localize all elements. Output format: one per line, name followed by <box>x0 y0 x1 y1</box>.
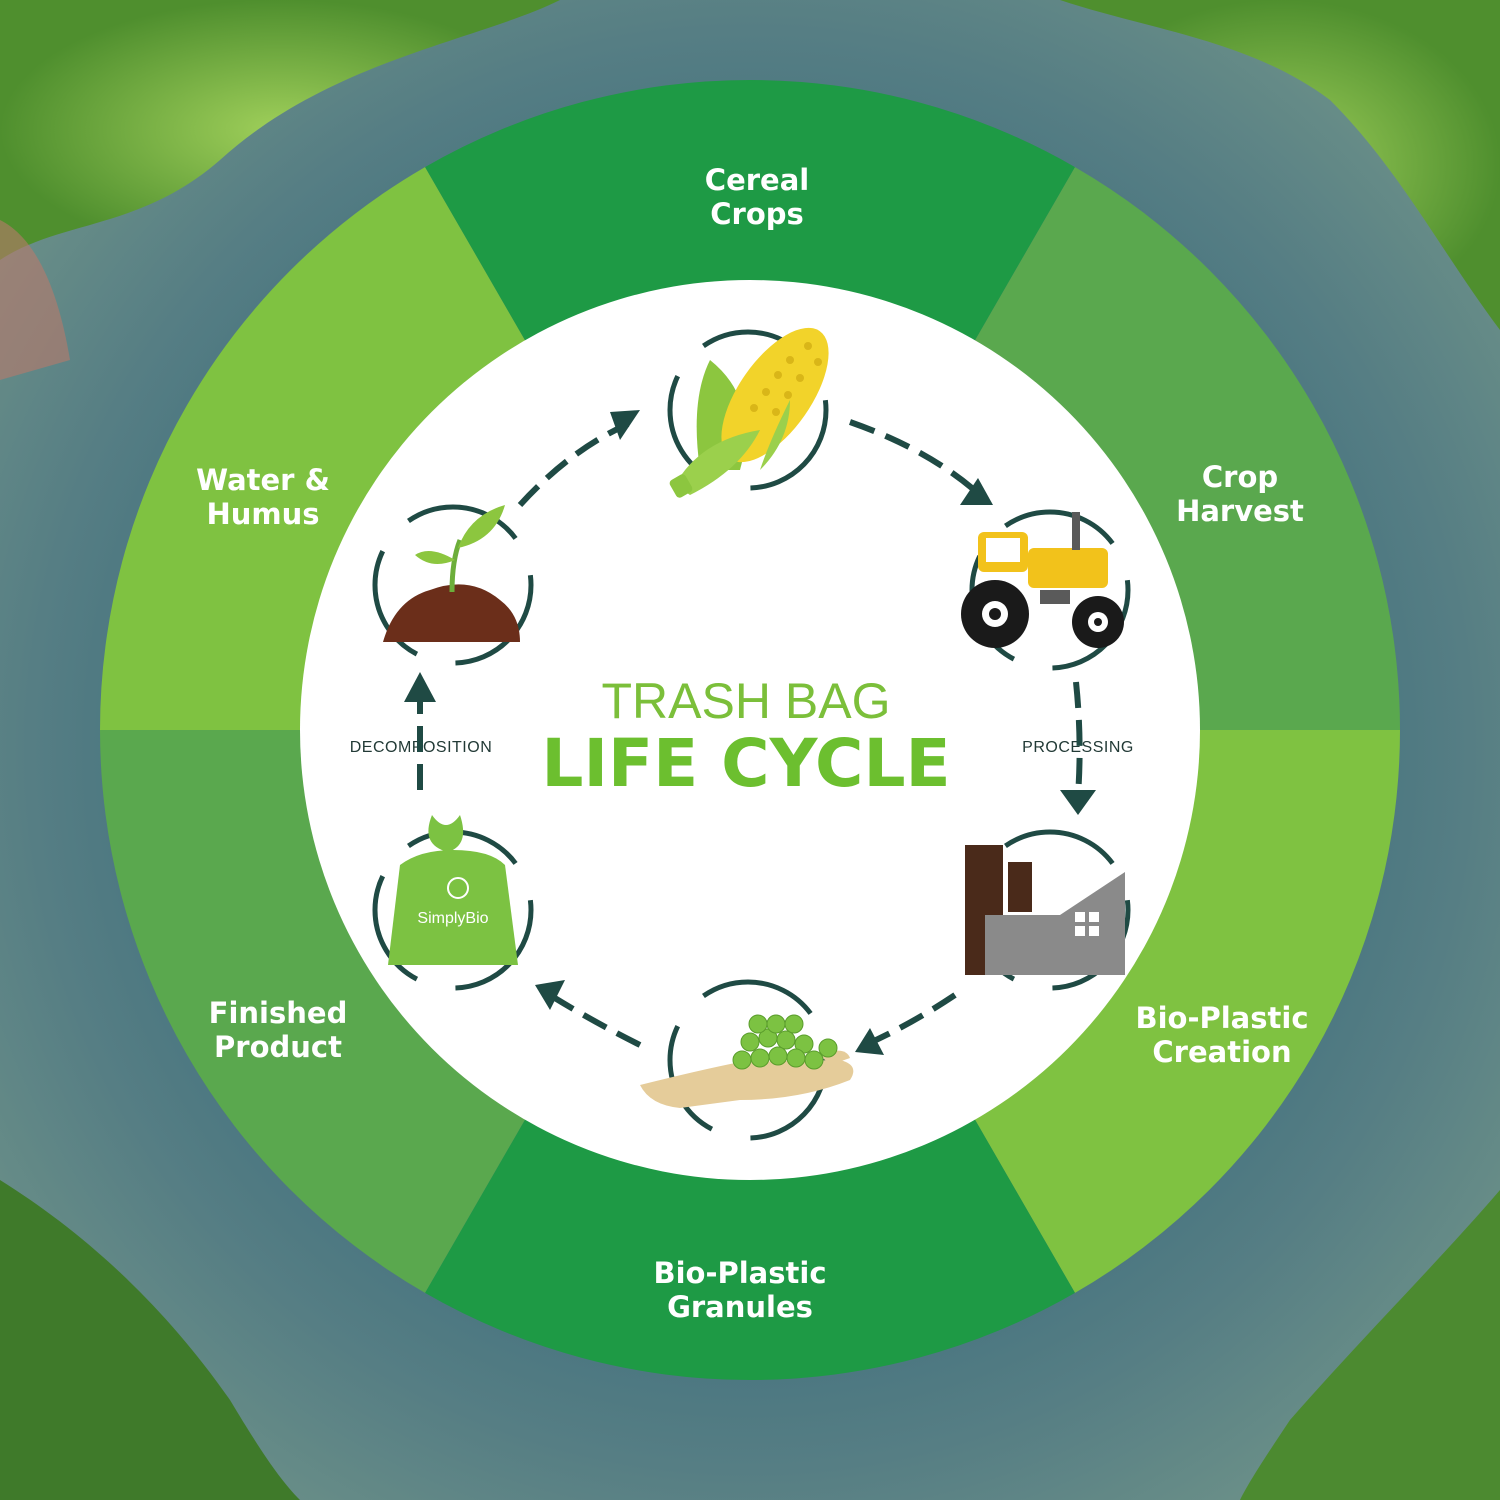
arrowhead-4 <box>855 1028 884 1055</box>
ring-segment-crop-harvest <box>970 167 1400 730</box>
processing-label: PROCESSING <box>1022 739 1134 756</box>
trash-bag-icon: SimplyBio <box>388 815 518 965</box>
outer-ring <box>100 79 1400 1381</box>
arrowhead-2 <box>960 478 993 505</box>
corn-frame <box>667 329 829 491</box>
title-line1: TRASH BAG <box>602 673 891 729</box>
factory-icon <box>965 845 1125 975</box>
ring-segment-water-humus <box>100 167 530 730</box>
arrowhead-3 <box>1060 790 1096 815</box>
ring-segment-bio-plastic-creation <box>970 730 1400 1293</box>
ring-segment-finished-product <box>100 730 530 1293</box>
arrowhead-1 <box>610 410 640 440</box>
ring-segment-cereal-crops <box>425 79 1075 349</box>
corn-icon <box>669 327 829 498</box>
sprout-soil-icon <box>383 505 520 642</box>
arrowhead-6 <box>404 672 436 702</box>
sprout-frame <box>372 504 534 666</box>
tractor-icon <box>961 512 1124 648</box>
arrow-heads <box>404 410 1096 1055</box>
ring-segment-bio-plastic-granules <box>425 1111 1075 1381</box>
title-line2: LIFE CYCLE <box>541 725 950 802</box>
arrow-tractor-to-factory <box>1073 681 1083 796</box>
arrow-sprout-to-corn <box>517 421 630 508</box>
segment-label-water-humus: Water &Humus <box>196 463 330 531</box>
arrowhead-5 <box>535 980 565 1010</box>
granules-hand-icon <box>640 1014 854 1108</box>
bag-brand-text: SimplyBio <box>417 910 488 927</box>
arrow-corn-to-tractor <box>849 419 983 498</box>
